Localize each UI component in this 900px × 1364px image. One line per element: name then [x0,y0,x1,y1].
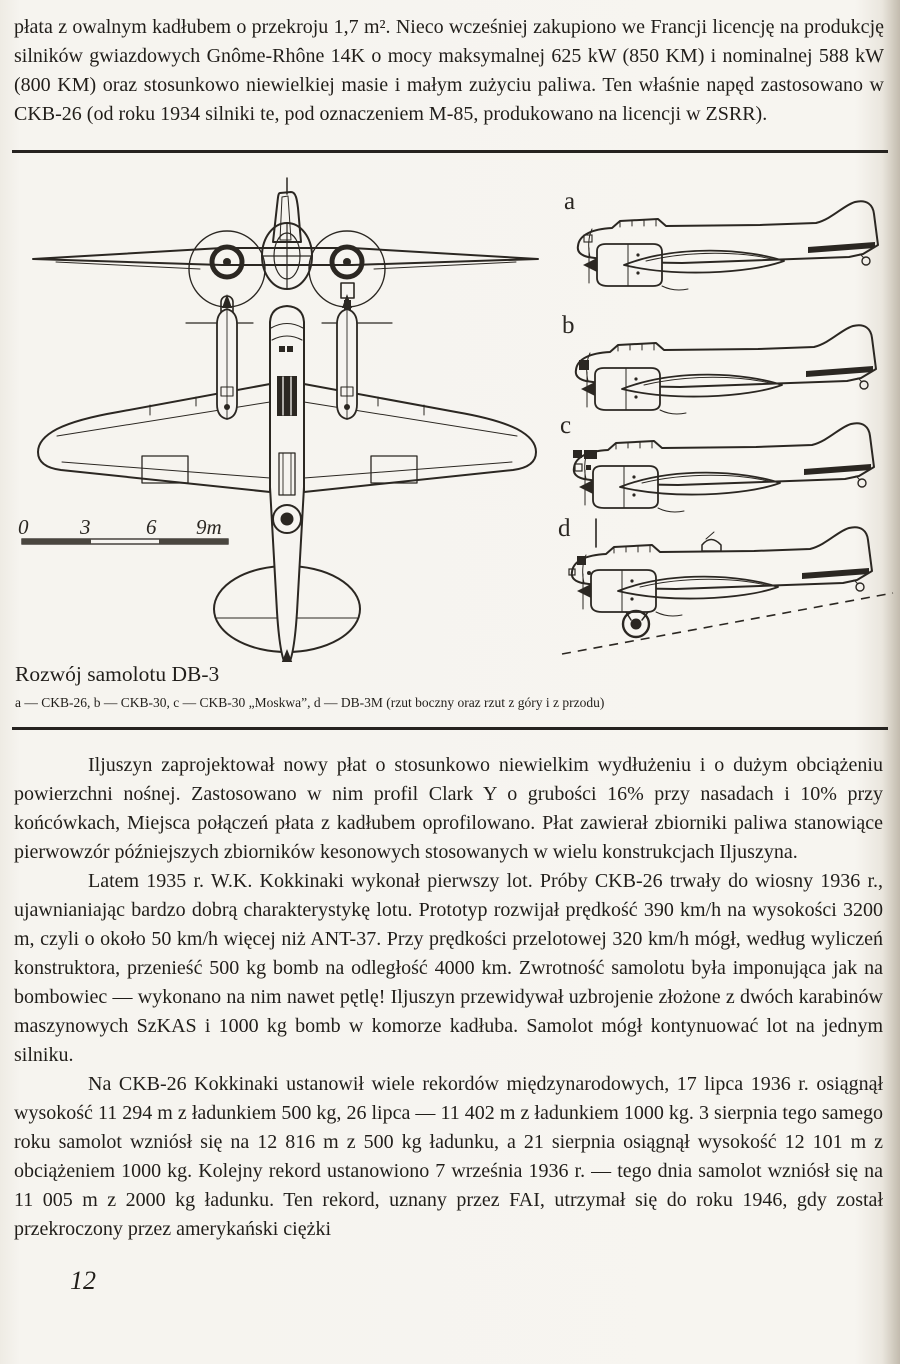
scale-label-9m: 9m [196,515,222,539]
bottom-rule [12,727,888,730]
side-view-c [572,422,875,513]
scale-label-0: 0 [18,515,29,539]
paragraph-3: Na CKB-26 Kokkinaki ustanowił wiele reko… [14,1073,883,1240]
side-view-b [574,324,877,415]
side-label-c: c [560,412,571,439]
scale-label-3: 3 [79,515,91,539]
intro-paragraph: płata z owalnym kadłubem o przekroju 1,7… [14,16,884,125]
figure: 0 3 6 9m a b c [0,157,900,662]
scale-label-6: 6 [146,515,157,539]
scale-bar: 0 3 6 9m [18,515,229,545]
top-view-drawing [37,294,537,662]
page-number: 12 [70,1266,96,1295]
body-text: Iljuszyn zaprojektował nowy płat o stosu… [14,751,883,1244]
top-rule [12,150,888,153]
side-label-b: b [562,312,575,339]
paragraph-1: Iljuszyn zaprojektował nowy płat o stosu… [14,754,883,863]
side-view-a [576,200,879,291]
paragraph-2: Latem 1935 r. W.K. Kokkinaki wykonał pie… [14,870,883,1066]
figure-legend: a — CKB-26, b — CKB-30, c — CKB-30 „Mosk… [15,695,605,710]
db3-figure-svg: 0 3 6 9m a b c [18,177,894,662]
side-label-a: a [564,188,575,215]
figure-caption: Rozwój samolotu DB-3 [15,662,220,686]
side-view-d [568,518,873,639]
ground-line [561,592,894,655]
side-label-d: d [558,515,571,542]
